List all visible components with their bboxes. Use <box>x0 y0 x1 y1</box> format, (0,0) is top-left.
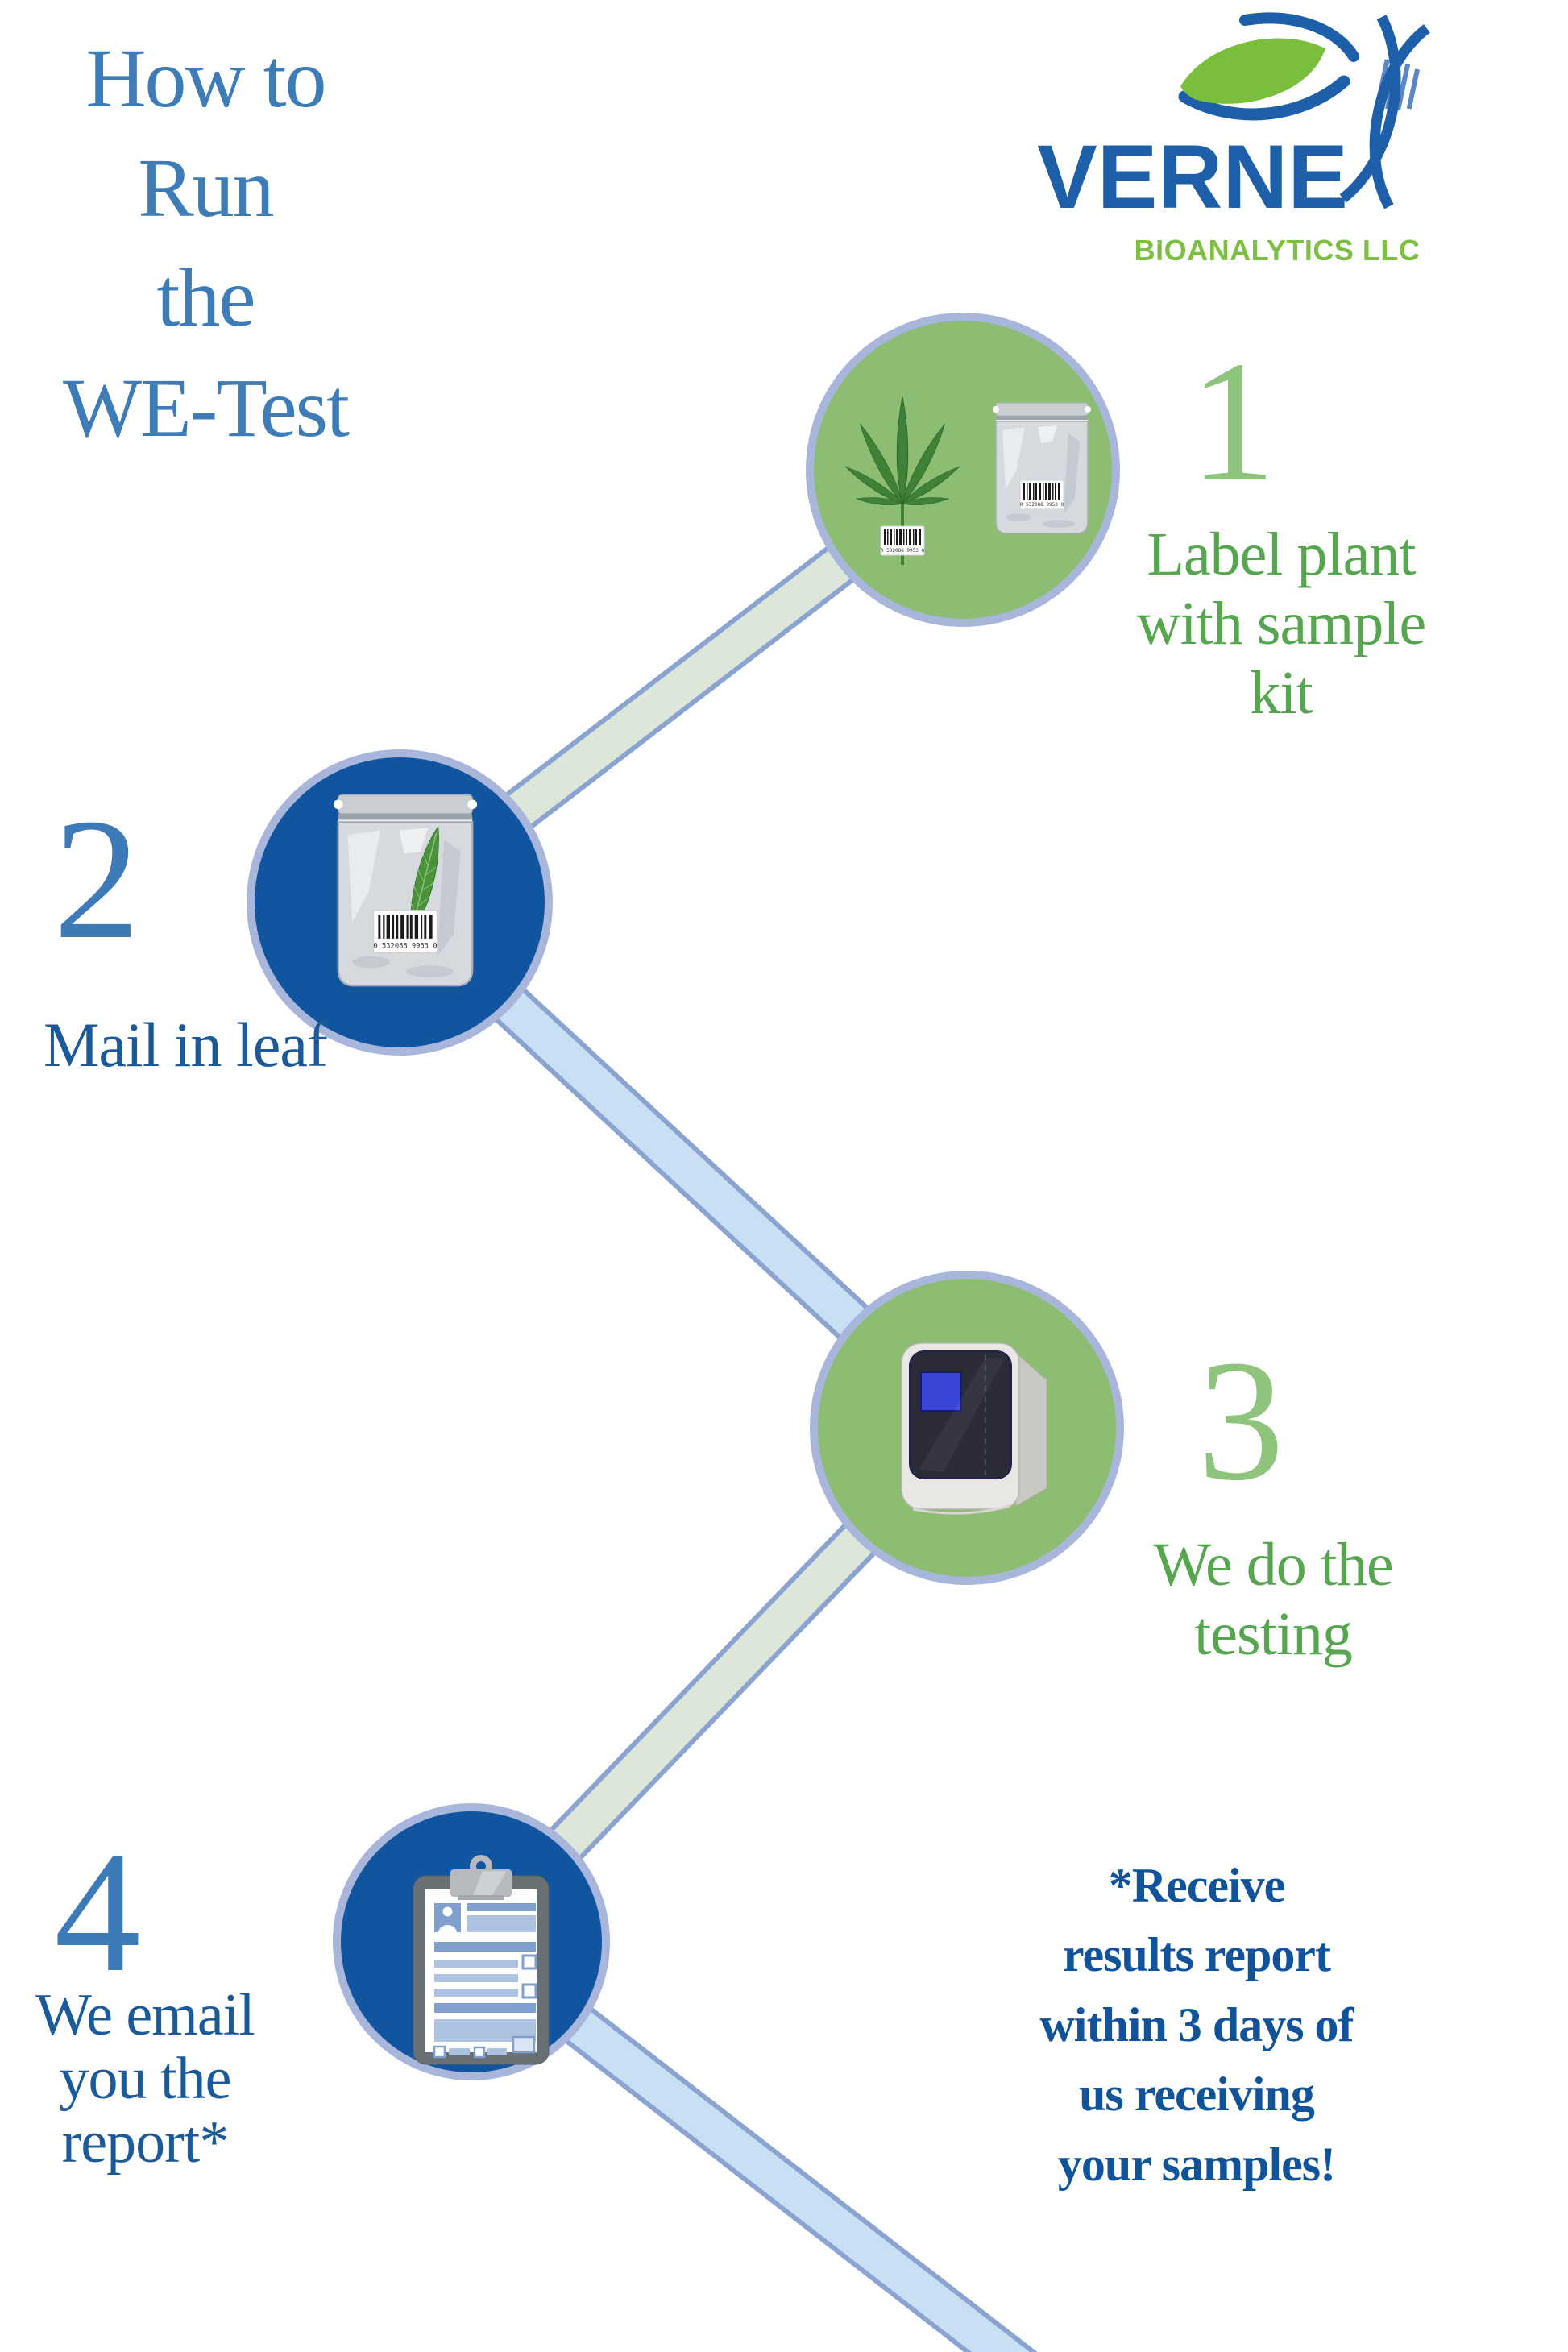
machine-screen-icon <box>920 1371 962 1412</box>
step-circle-3 <box>810 1271 1124 1585</box>
test-machine-icon <box>901 1342 1048 1515</box>
step-label-1: Label plant with sample kit <box>1136 521 1426 727</box>
bag-barcode-label-icon <box>1019 479 1064 510</box>
footnote: *Receive results report within 3 days of… <box>1039 1859 1354 2191</box>
report-checkbox-icon <box>521 1954 537 1970</box>
page-title: How to Run the WE-Test <box>62 32 350 454</box>
step-label-2: Mail in leaf <box>44 1010 328 1080</box>
sample-bag-icon <box>992 402 1092 534</box>
clipboard-icon <box>413 1855 550 2065</box>
logo-top-swoosh <box>1239 12 1359 62</box>
bag-with-leaf-icon <box>332 794 479 987</box>
dna-helix-icon <box>1339 15 1430 209</box>
logo-bottom-swoosh <box>1178 75 1350 121</box>
step-number-4: 4 <box>54 1815 141 2008</box>
logo-leaf-icon <box>1180 38 1325 104</box>
logo-leaf-dna-icon <box>1178 12 1430 209</box>
leaf-barcode-label-icon <box>880 525 925 556</box>
step-number-3: 3 <box>1197 1324 1284 1516</box>
step-number-1: 1 <box>1189 325 1276 517</box>
cannabis-leaf-icon <box>842 396 963 565</box>
step-label-4: We email you the report* <box>35 1982 255 2176</box>
logo-subtitle: BIOANALYTICS LLC <box>1134 234 1421 267</box>
logo-wordmark: VERNE <box>1037 127 1348 227</box>
bag-barcode-label-icon <box>372 910 438 954</box>
report-checkbox-icon <box>521 1983 537 1999</box>
step-number-2: 2 <box>53 782 140 975</box>
step-label-3: We do the testing <box>1153 1531 1393 1668</box>
